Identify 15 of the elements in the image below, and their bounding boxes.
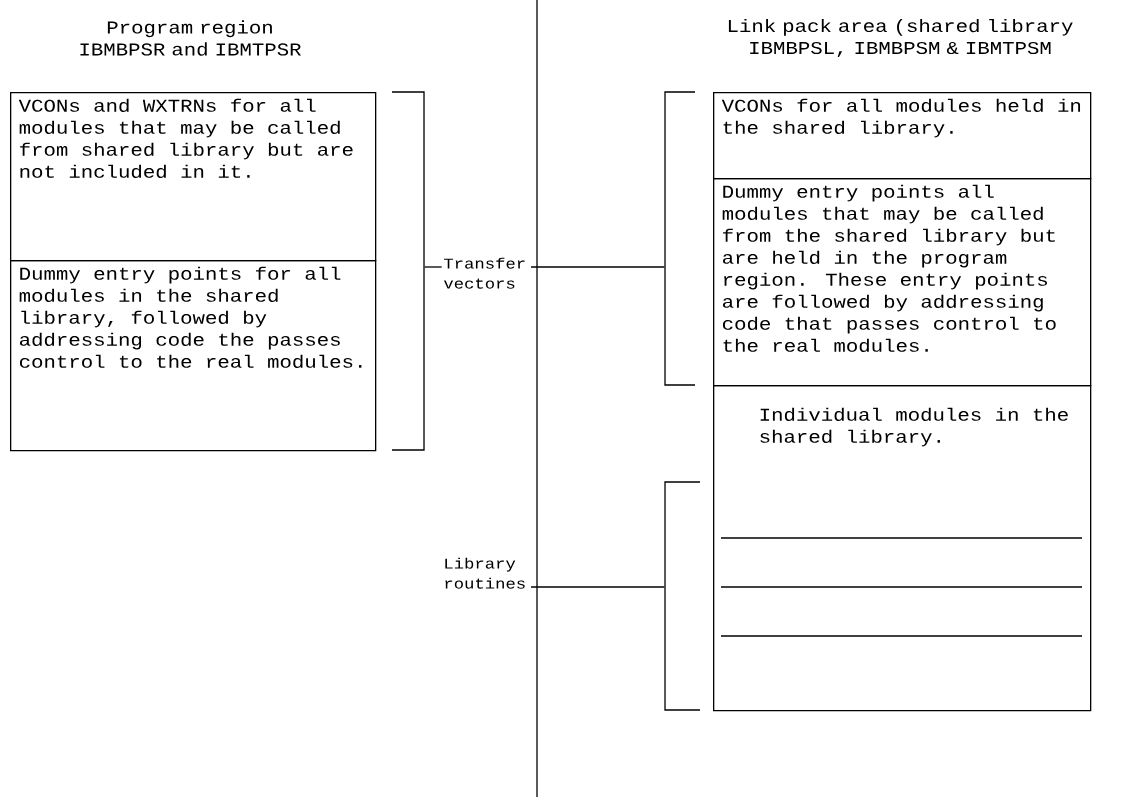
side-label: Library routines xyxy=(445,557,525,589)
leader-line xyxy=(424,266,443,268)
leader-line xyxy=(530,266,665,268)
bracket xyxy=(664,481,701,711)
side-label: Transfer vectors xyxy=(443,257,525,289)
text-box: Individual modules in the shared library. xyxy=(713,385,1092,712)
leader-line xyxy=(530,586,665,588)
bracket xyxy=(391,91,425,451)
text-box: VCONs and WXTRNs for all modules that may be called from shared library but are not included in it. xyxy=(10,92,377,262)
text-box: VCONs for all modules held in the shared library. xyxy=(713,92,1092,180)
heading: Program region IBMBPSR and IBMTPSR xyxy=(80,20,301,56)
bracket xyxy=(664,91,696,386)
text-box: Dummy entry points for all modules in the shared library, followed by addressing code the passes control to the real modules. xyxy=(10,260,377,452)
text-box: Dummy entry points all modules that may be called from the shared library but are held in the program region. These entry points are followed by addressing code that passes control to the real modules. xyxy=(713,178,1092,387)
heading: Link pack area (shared library IBMBPSL, IBMBPSM & IBMTPSM xyxy=(728,18,1073,58)
